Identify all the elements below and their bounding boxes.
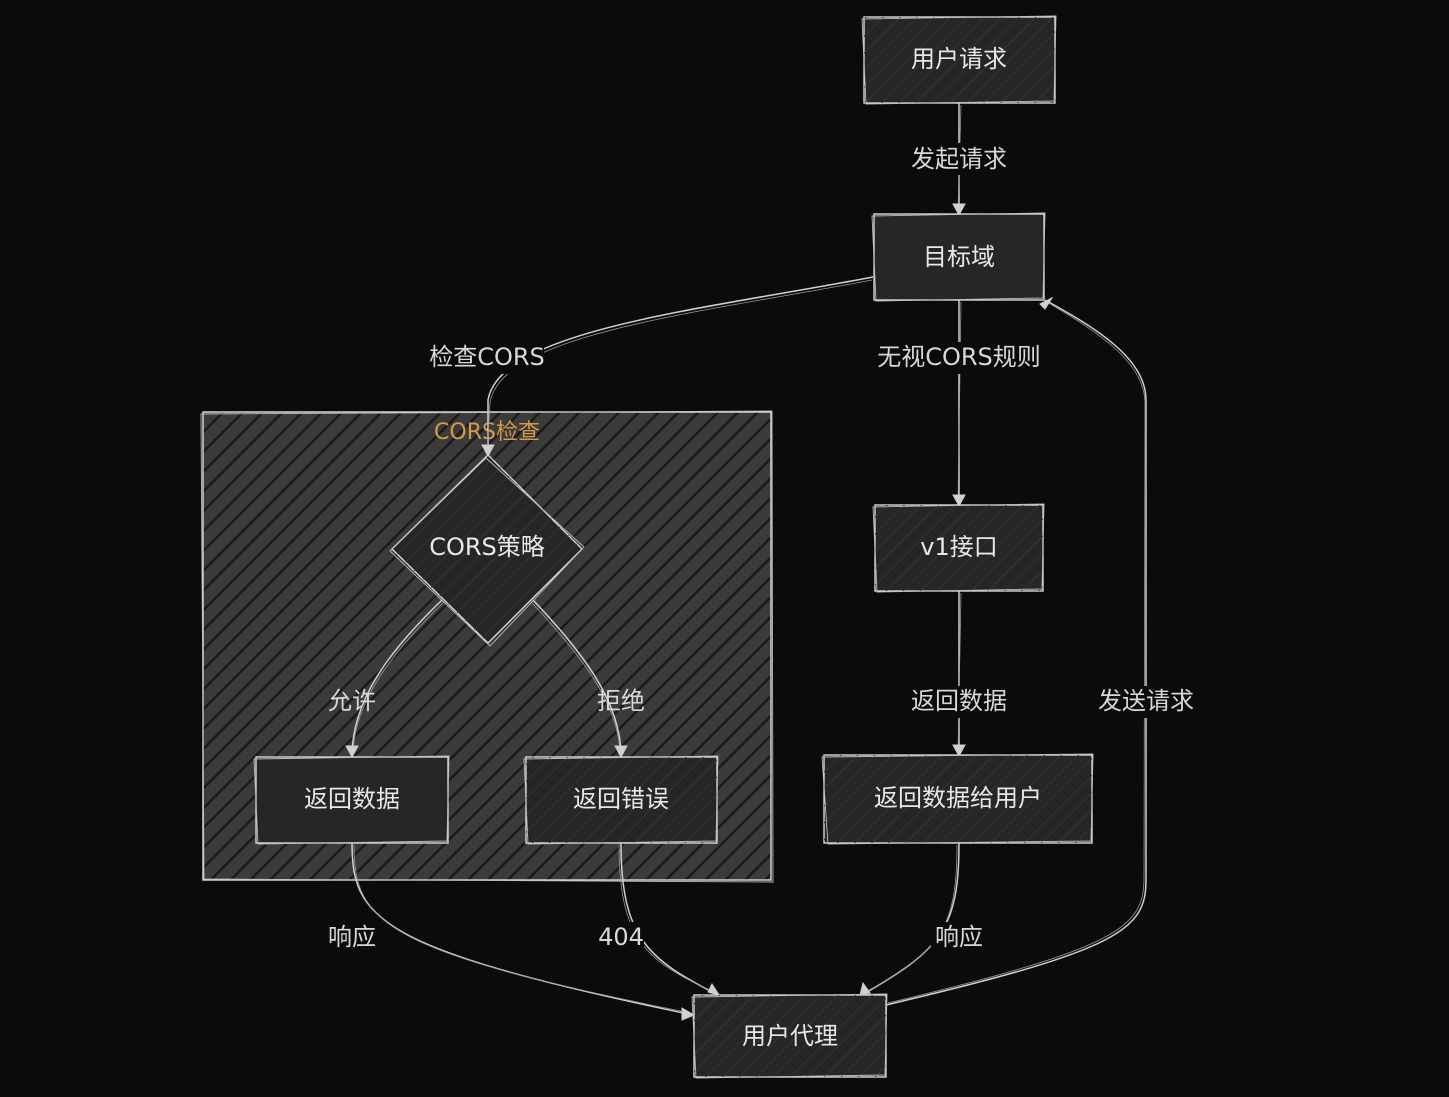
node-v1-api[interactable]: v1接口 [872, 503, 1045, 593]
edge-label-reject: 拒绝 [597, 687, 645, 715]
edge-label-ignore-cors: 无视CORS规则 [877, 343, 1041, 371]
node-return-data-label: 返回数据 [304, 785, 400, 813]
edge-labels: 发起请求 检查CORS 无视CORS规则 返回数据 发送请求 允许 拒绝 响应 … [324, 143, 1199, 954]
edge-label-allow: 允许 [328, 687, 376, 715]
node-user-agent[interactable]: 用户代理 [691, 993, 888, 1079]
node-return-to-user-label: 返回数据给用户 [874, 784, 1042, 812]
edge-label-check-cors: 检查CORS [429, 343, 545, 371]
edge-return-to-user-to-user-agent [859, 842, 960, 996]
node-user-request-label: 用户请求 [911, 45, 1007, 73]
node-target-domain-label: 目标域 [923, 243, 995, 271]
edge-label-response-left: 响应 [328, 923, 376, 951]
nodes: 用户请求 目标域 v1接口 返回数据给用户 CORS策略 [253, 15, 1094, 1079]
node-return-data[interactable]: 返回数据 [253, 755, 450, 845]
node-user-agent-label: 用户代理 [742, 1022, 838, 1050]
edge-label-return-data: 返回数据 [911, 687, 1007, 715]
node-user-request[interactable]: 用户请求 [861, 15, 1057, 105]
node-return-to-user[interactable]: 返回数据给用户 [821, 753, 1094, 845]
edge-user-agent-to-target-domain [885, 296, 1147, 1006]
node-return-error-label: 返回错误 [573, 785, 669, 813]
node-target-domain[interactable]: 目标域 [871, 212, 1046, 302]
node-cors-policy-label: CORS策略 [429, 533, 545, 561]
cors-check-cluster-title: CORS检查 [434, 420, 540, 445]
node-return-error[interactable]: 返回错误 [523, 755, 719, 845]
edge-target-domain-to-v1-api [952, 300, 966, 508]
node-cors-policy[interactable]: CORS策略 [389, 454, 585, 647]
edge-target-domain-to-cors-policy [481, 276, 874, 458]
edge-return-data-to-user-agent [351, 842, 696, 1021]
edges [345, 103, 1147, 1021]
edge-label-send-request: 发送请求 [1098, 687, 1194, 715]
edge-cors-policy-to-return-error [530, 599, 628, 759]
edge-cors-policy-to-return-data [345, 599, 445, 759]
edge-label-initiate-request: 发起请求 [911, 145, 1007, 173]
edge-v1-api-to-return-to-user [952, 591, 966, 758]
edge-label-404: 404 [598, 923, 644, 951]
edge-label-response-right: 响应 [935, 923, 983, 951]
node-v1-api-label: v1接口 [920, 533, 997, 561]
